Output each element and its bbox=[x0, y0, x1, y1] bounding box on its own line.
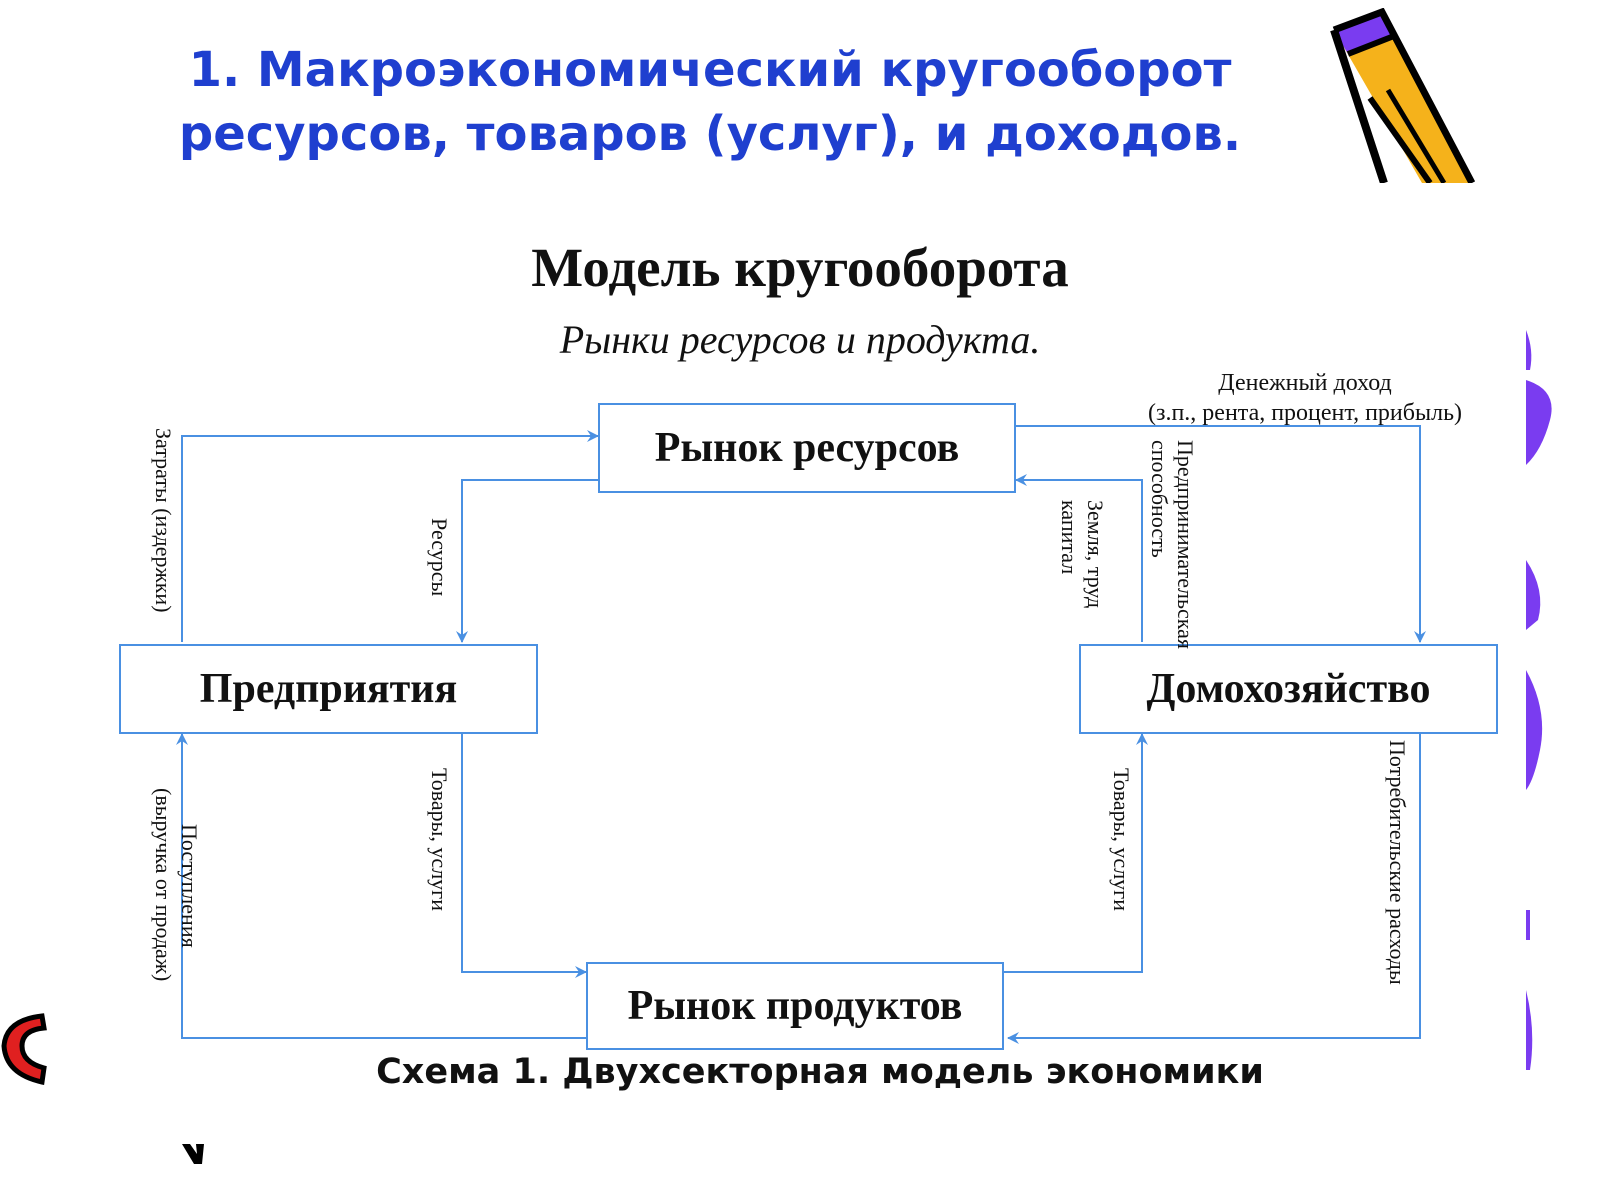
label-receipts-line2: (выручка от продаж) bbox=[151, 788, 176, 982]
label-money-income-line1: Денежный доход bbox=[1218, 370, 1392, 396]
label-consumer-spending: Потребительские расходы bbox=[1385, 740, 1410, 985]
edge-money-income bbox=[1016, 425, 1426, 643]
node-resource-market: Рынок ресурсов bbox=[598, 403, 1016, 493]
label-money-income: Денежный доход (з.п., рента, процент, пр… bbox=[1110, 368, 1500, 428]
slide-title-line1: 1. Макроэкономический кругооборот bbox=[188, 42, 1232, 98]
slide-title: 1. Макроэкономический кругооборот ресурс… bbox=[150, 38, 1270, 166]
edge-goods-right bbox=[1004, 733, 1148, 973]
edge-costs bbox=[181, 430, 599, 642]
decorative-strokes-right bbox=[1526, 330, 1552, 1070]
label-entrepreneurship-line2: способность bbox=[1147, 440, 1172, 558]
diagram-caption: Схема 1. Двухсекторная модель экономики bbox=[376, 1052, 1264, 1092]
label-land-line2: капитал bbox=[1057, 500, 1082, 575]
label-goods-services-left: Товары, услуги bbox=[427, 768, 452, 911]
edge-goods-left bbox=[461, 732, 587, 978]
edge-consumer-spending bbox=[1007, 732, 1421, 1044]
label-goods-services-right: Товары, услуги bbox=[1109, 768, 1134, 911]
label-money-income-line2: (з.п., рента, процент, прибыль) bbox=[1147, 400, 1463, 426]
label-entrepreneurship: Предпринимательская способность bbox=[1146, 440, 1198, 649]
label-resources: Ресурсы bbox=[427, 518, 452, 597]
label-land-labor-capital: Земля, труд капитал bbox=[1056, 500, 1108, 608]
label-costs: Затраты (издержки) bbox=[151, 428, 176, 613]
decorative-mark-bottom bbox=[182, 1144, 204, 1164]
edge-resources bbox=[456, 479, 598, 643]
label-receipts: Поступления (выручка от продаж) bbox=[150, 788, 202, 981]
label-land-line1: Земля, труд bbox=[1083, 500, 1108, 609]
diagram-title: Модель кругооборота bbox=[531, 237, 1069, 298]
edge-receipts bbox=[176, 733, 586, 1039]
node-enterprises: Предприятия bbox=[119, 644, 538, 734]
diagram-subtitle: Рынки ресурсов и продукта. bbox=[559, 317, 1041, 362]
edge-factors bbox=[1015, 474, 1143, 642]
pencil-icon bbox=[1330, 8, 1476, 183]
node-product-market: Рынок продуктов bbox=[586, 962, 1004, 1050]
label-receipts-line1: Поступления bbox=[177, 824, 202, 948]
label-entrepreneurship-line1: Предпринимательская bbox=[1173, 440, 1198, 650]
slide-title-line2: ресурсов, товаров (услуг), и доходов. bbox=[178, 106, 1242, 162]
node-households: Домохозяйство bbox=[1079, 644, 1498, 734]
decorative-mark-left bbox=[1, 1013, 47, 1086]
